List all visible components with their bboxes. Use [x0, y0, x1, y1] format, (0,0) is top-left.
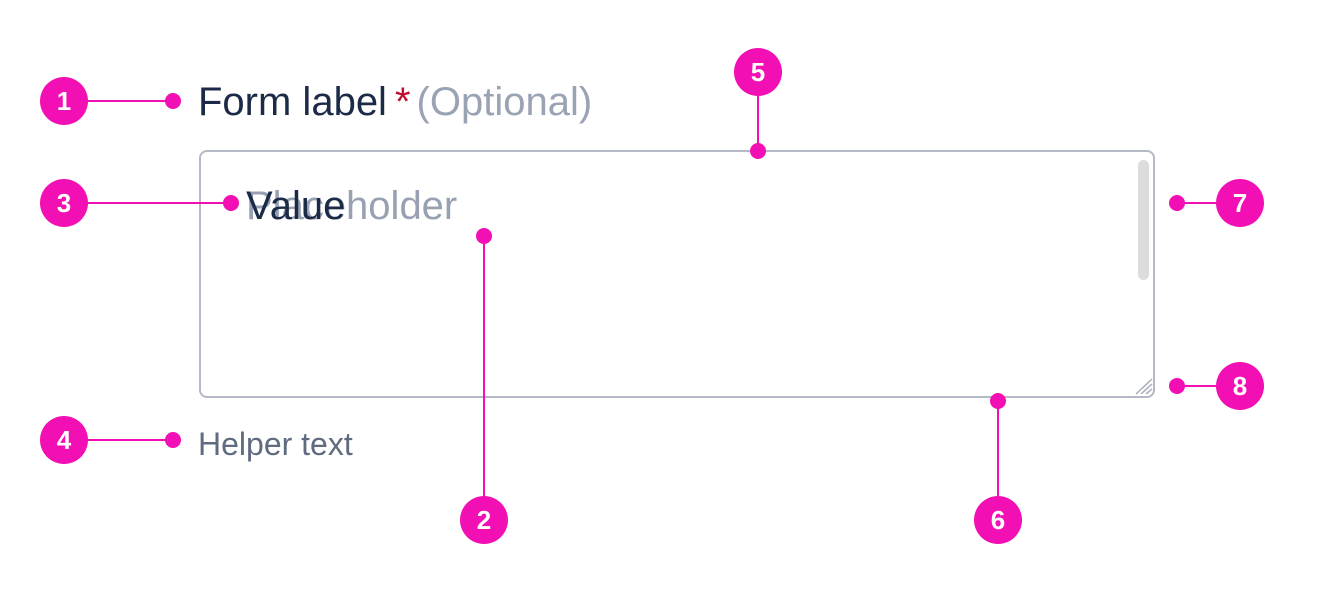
optional-indicator: (Optional) — [416, 80, 593, 124]
callout-badge-5: 5 — [734, 48, 782, 96]
callout-badge-7: 7 — [1216, 179, 1264, 227]
helper-text: Helper text — [198, 426, 353, 462]
callout-badge-1: 1 — [40, 77, 88, 125]
required-indicator: * — [394, 80, 411, 124]
callout-badge-2: 2 — [460, 496, 508, 544]
callout-dot-7 — [1169, 195, 1185, 211]
form-label: Form label — [198, 80, 387, 124]
callout-dot-5 — [750, 143, 766, 159]
textarea-field[interactable] — [199, 150, 1155, 398]
callout-dot-6 — [990, 393, 1006, 409]
value-text: Value — [246, 184, 346, 228]
textarea-text-layer: Placeholder Value — [246, 180, 457, 232]
callout-dot-3 — [223, 195, 239, 211]
scrollbar[interactable] — [1138, 160, 1149, 280]
callout-badge-6: 6 — [974, 496, 1022, 544]
form-label-row: Form label * (Optional) — [198, 76, 592, 128]
callout-badge-3: 3 — [40, 179, 88, 227]
callout-badge-8: 8 — [1216, 362, 1264, 410]
callout-dot-4 — [165, 432, 181, 448]
callout-badge-4: 4 — [40, 416, 88, 464]
placeholder-text: Placeholder — [246, 184, 458, 228]
callout-dot-8 — [1169, 378, 1185, 394]
callout-dot-2 — [476, 228, 492, 244]
callout-dot-1 — [165, 93, 181, 109]
resize-handle-icon[interactable] — [1133, 377, 1153, 395]
